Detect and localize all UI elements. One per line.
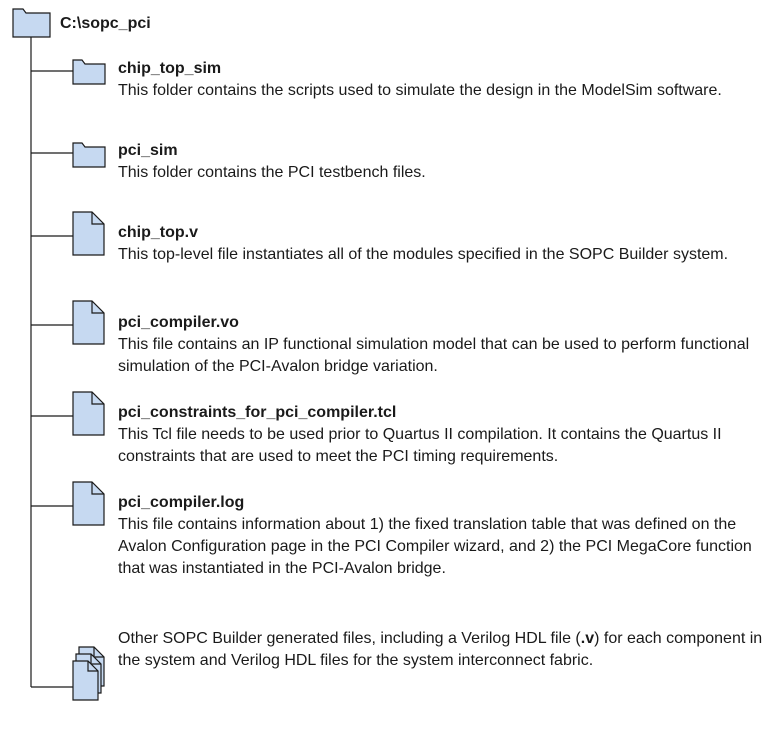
- folder-icon: [72, 59, 106, 85]
- entry-description: This Tcl file needs to be used prior to …: [118, 426, 722, 465]
- tree-entry-pci-sim: pci_sim This folder contains the PCI tes…: [118, 140, 763, 184]
- entry-description: This file contains information about 1) …: [118, 516, 752, 577]
- tree-entry-pci-compiler-vo: pci_compiler.vo This file contains an IP…: [118, 312, 763, 378]
- tree-entry-chip-top-sim: chip_top_sim This folder contains the sc…: [118, 58, 763, 102]
- file-icon: [72, 300, 105, 345]
- entry-name: pci_compiler.log: [118, 494, 245, 511]
- entry-name: chip_top_sim: [118, 60, 222, 77]
- tree-entry-other-files: Other SOPC Builder generated files, incl…: [118, 628, 763, 672]
- multiple-files-icon: [72, 646, 105, 701]
- entry-description: This file contains an IP functional simu…: [118, 336, 750, 375]
- entry-description: This folder contains the scripts used to…: [118, 82, 722, 99]
- file-icon: [72, 211, 105, 256]
- entry-description: This top-level file instantiates all of …: [118, 246, 729, 263]
- entry-name: pci_constraints_for_pci_compiler.tcl: [118, 404, 397, 421]
- entry-description: This folder contains the PCI testbench f…: [118, 164, 426, 181]
- entry-name: pci_compiler.vo: [118, 314, 239, 331]
- verilog-extension: .v: [580, 630, 595, 647]
- tree-entry-chip-top-v: chip_top.v This top-level file instantia…: [118, 222, 763, 266]
- file-icon: [72, 391, 105, 436]
- root-folder-path: C:\sopc_pci: [60, 15, 151, 32]
- folder-icon: [72, 142, 106, 168]
- other-files-text-before: Other SOPC Builder generated files, incl…: [118, 630, 581, 647]
- tree-entry-pci-constraints-tcl: pci_constraints_for_pci_compiler.tcl Thi…: [118, 402, 763, 468]
- tree-entry-pci-compiler-log: pci_compiler.log This file contains info…: [118, 492, 763, 580]
- file-icon: [72, 481, 105, 526]
- entry-name: pci_sim: [118, 142, 178, 159]
- root-folder-icon: [12, 8, 51, 38]
- entry-name: chip_top.v: [118, 224, 199, 241]
- other-files-description: Other SOPC Builder generated files, incl…: [118, 628, 763, 672]
- other-files-text-after: ) for each component in the system and V…: [118, 630, 763, 669]
